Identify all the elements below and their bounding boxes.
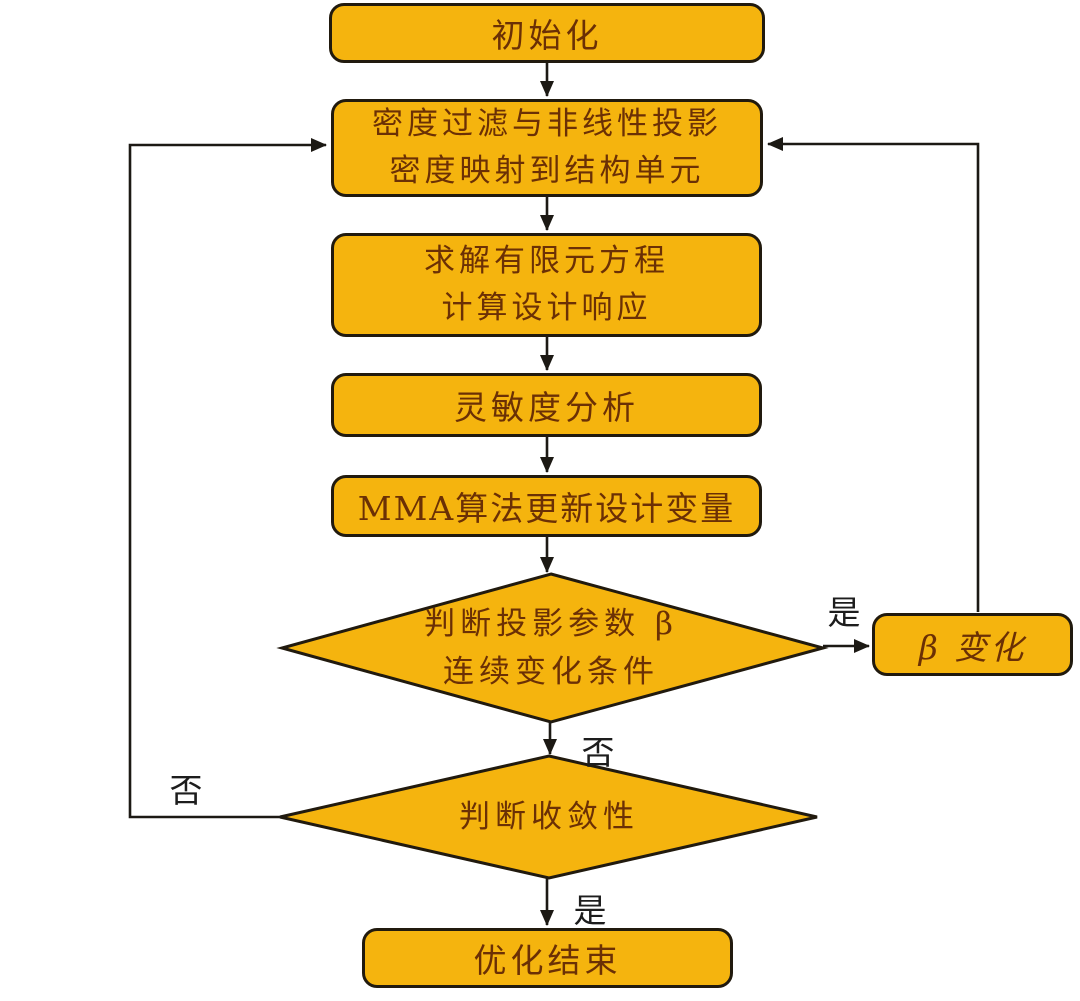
edge-beta-feedback [767, 137, 980, 612]
node-filter-line2: 密度映射到结构单元 [389, 153, 705, 189]
node-end-label: 优化结束 [473, 941, 622, 980]
node-init: 初始化 [329, 3, 765, 63]
node-init-label: 初始化 [491, 16, 603, 55]
node-filter-line1: 密度过滤与非线性投影 [372, 105, 722, 142]
node-mma-label: MMA算法更新设计变量 [357, 489, 736, 528]
node-beta-change-label: β 变化 [918, 627, 1027, 667]
label-convergence-yes: 是 [573, 891, 607, 930]
node-sensitivity-label: 灵敏度分析 [454, 388, 639, 427]
node-fem-line1: 求解有限元方程 [424, 242, 669, 279]
node-fem-solve: 求解有限元方程 计算设计响应 [331, 233, 762, 337]
edge-convergence-no-feedback [128, 138, 327, 819]
label-beta-yes: 是 [827, 593, 861, 632]
label-beta-no: 否 [581, 733, 615, 772]
node-mma-update: MMA算法更新设计变量 [331, 475, 762, 537]
convergence-decision-diamond [279, 754, 818, 880]
node-sensitivity: 灵敏度分析 [331, 373, 762, 437]
beta-decision-diamond [276, 572, 829, 724]
node-fem-line2: 计算设计响应 [441, 290, 652, 326]
node-filter-projection: 密度过滤与非线性投影 密度映射到结构单元 [331, 99, 763, 197]
node-beta-change: β 变化 [872, 613, 1073, 676]
node-end: 优化结束 [362, 928, 733, 988]
label-convergence-no: 否 [169, 771, 203, 810]
